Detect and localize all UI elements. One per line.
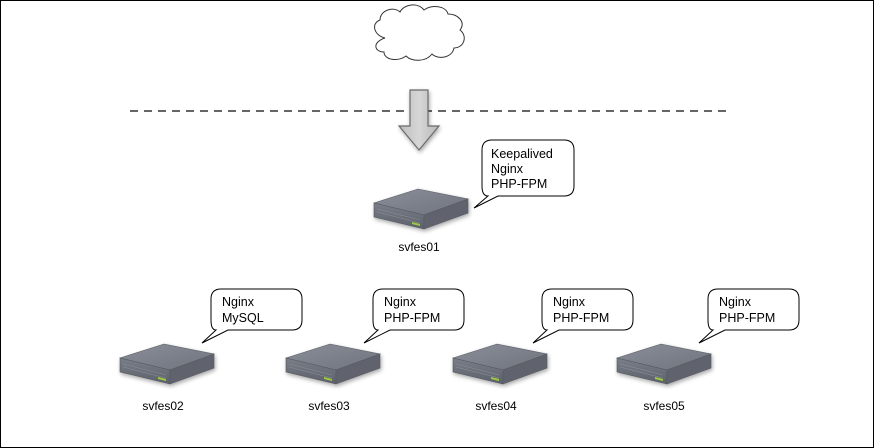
server-node-svfes04[interactable]: Nginx PHP-FPM svfes04 <box>452 288 634 413</box>
callout-bubble: Nginx MySQL <box>201 288 303 344</box>
server-icon <box>616 343 712 385</box>
service-label: Nginx <box>222 295 255 309</box>
server-node-svfes05[interactable]: Nginx PHP-FPM svfes05 <box>616 288 800 413</box>
service-label: PHP-FPM <box>553 311 609 325</box>
server-icon <box>119 343 215 385</box>
server-name: svfes05 <box>643 399 685 413</box>
service-label: Nginx <box>491 162 524 176</box>
server-name: svfes02 <box>142 399 184 413</box>
down-arrow-icon <box>397 89 441 151</box>
callout-bubble: Keepalived Nginx PHP-FPM <box>473 139 575 209</box>
callout-bubble: Nginx PHP-FPM <box>532 288 634 344</box>
service-label: Nginx <box>384 295 417 309</box>
cloud-icon <box>374 4 465 61</box>
callout-bubble: Nginx PHP-FPM <box>698 288 800 344</box>
service-label: PHP-FPM <box>491 177 547 191</box>
server-node-svfes02[interactable]: Nginx MySQL svfes02 <box>119 288 303 413</box>
service-label: PHP-FPM <box>384 311 440 325</box>
service-label: Nginx <box>719 295 752 309</box>
callout-bubble: Nginx PHP-FPM <box>363 288 465 344</box>
server-node-svfes01[interactable]: Keepalived Nginx PHP-FPM svfes01 <box>373 139 575 254</box>
server-name: svfes04 <box>475 399 517 413</box>
service-label: Keepalived <box>491 147 553 161</box>
service-label: MySQL <box>222 311 264 325</box>
server-icon <box>452 343 548 385</box>
service-label: PHP-FPM <box>719 311 775 325</box>
server-icon <box>285 343 381 385</box>
server-name: svfes03 <box>308 399 350 413</box>
server-name: svfes01 <box>398 240 440 254</box>
service-label: Nginx <box>553 295 586 309</box>
server-node-svfes03[interactable]: Nginx PHP-FPM svfes03 <box>285 288 465 413</box>
server-icon <box>373 188 469 230</box>
